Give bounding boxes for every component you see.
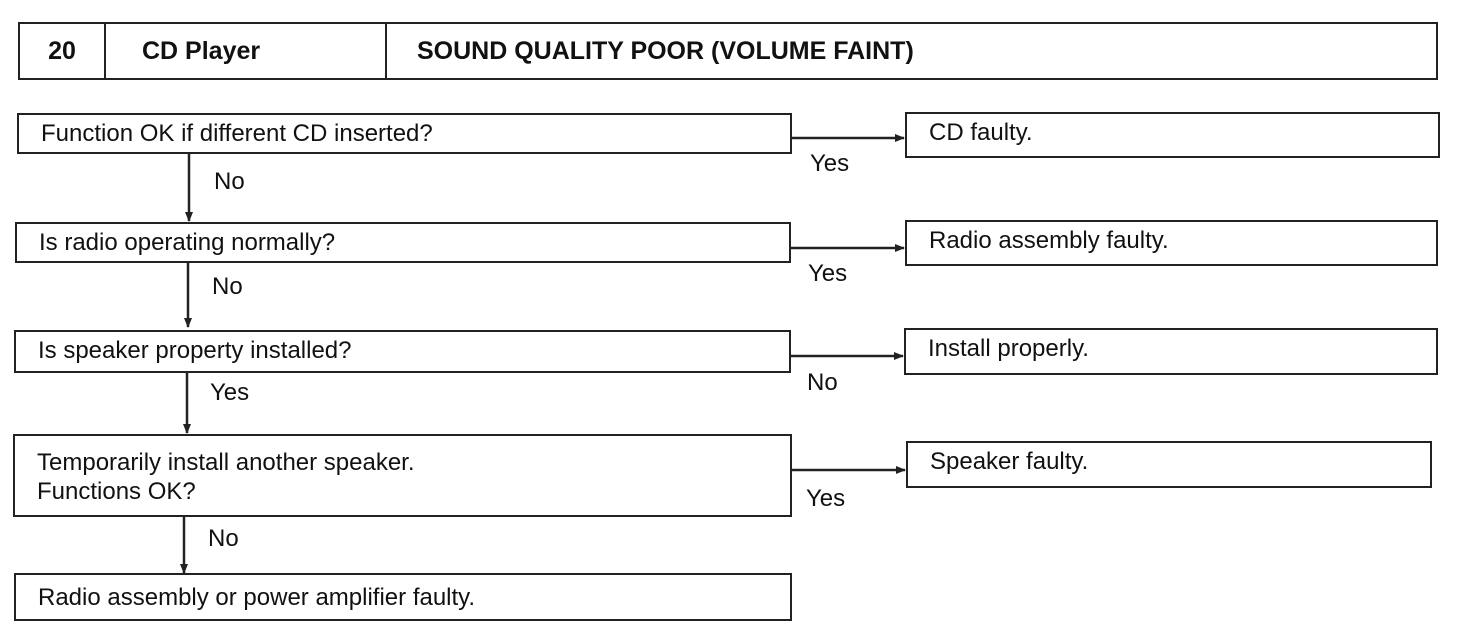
result-text: Speaker faulty.: [930, 448, 1089, 475]
branch-label-2: Yes: [808, 260, 848, 287]
next-label-3: Yes: [210, 379, 250, 406]
question-text-line-1: Temporarily install another speaker.: [37, 449, 415, 476]
component-name: CD Player: [106, 24, 387, 78]
result-text: Install properly.: [928, 335, 1089, 362]
branch-label-1: Yes: [810, 150, 850, 177]
branch-label-3: No: [807, 369, 838, 396]
question-box-2: Is radio operating normally?: [15, 222, 791, 263]
final-result-text: Radio assembly or power amplifier faulty…: [38, 584, 476, 611]
result-box-3: Install properly.: [904, 328, 1438, 375]
question-text: Is radio operating normally?: [39, 229, 336, 256]
result-box-2: Radio assembly faulty.: [905, 220, 1438, 266]
question-box-4: Temporarily install another speaker. Fun…: [13, 434, 792, 517]
branch-label-4: Yes: [806, 485, 846, 512]
header-table: 20 CD Player SOUND QUALITY POOR (VOLUME …: [18, 22, 1438, 80]
next-label-2: No: [212, 273, 243, 300]
symptom-title: SOUND QUALITY POOR (VOLUME FAINT): [417, 36, 914, 65]
result-box-1: CD faulty.: [905, 112, 1440, 158]
question-text-line-2: Functions OK?: [37, 478, 196, 505]
result-text: CD faulty.: [929, 119, 1033, 146]
question-text: Is speaker property installed?: [38, 337, 352, 364]
question-box-1: Function OK if different CD inserted?: [17, 113, 792, 154]
result-text: Radio assembly faulty.: [929, 227, 1169, 254]
result-box-4: Speaker faulty.: [906, 441, 1432, 488]
next-label-4: No: [208, 525, 239, 552]
final-result-box: Radio assembly or power amplifier faulty…: [14, 573, 792, 621]
chart-number: 20: [20, 24, 106, 78]
question-text: Function OK if different CD inserted?: [41, 120, 433, 147]
next-label-1: No: [214, 168, 245, 195]
question-box-3: Is speaker property installed?: [14, 330, 791, 373]
